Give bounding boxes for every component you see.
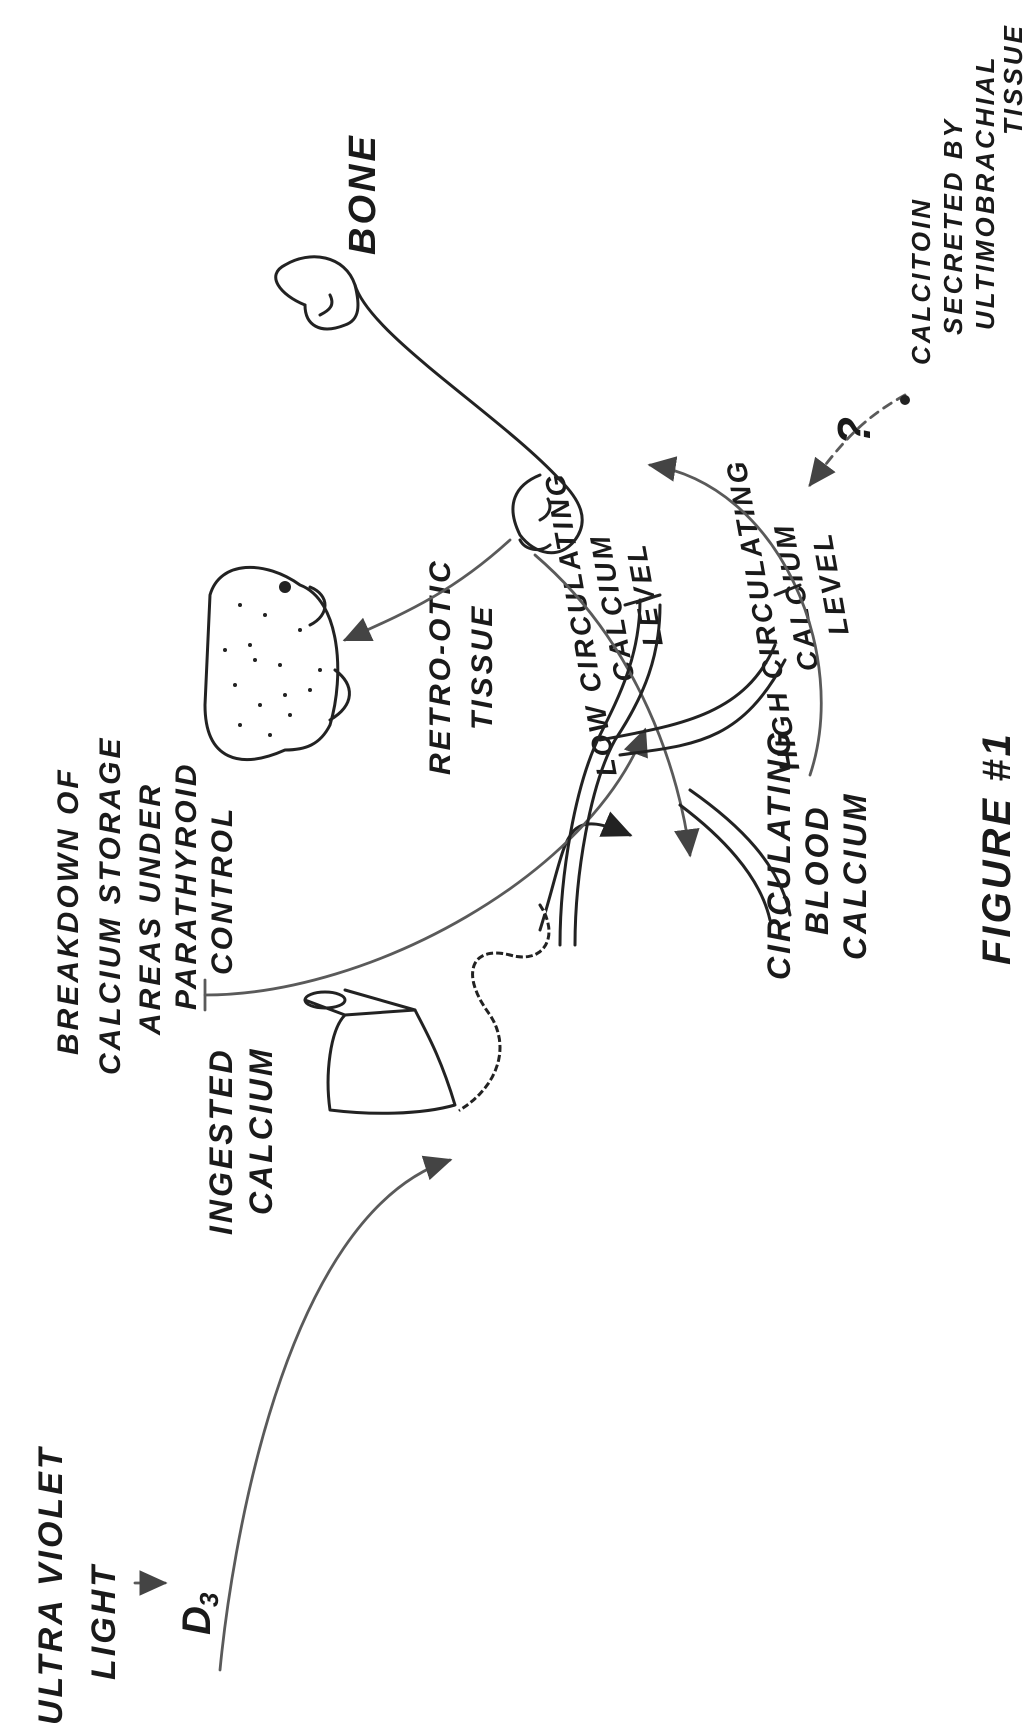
gland-stipple [223, 603, 322, 737]
bone-label: BONE [342, 133, 384, 255]
bone-drawing [276, 257, 582, 553]
stomach-drawing [305, 990, 455, 1113]
breakdown-line-2: CALCIUM STORAGE [94, 736, 127, 1075]
uv-light-label: ULTRA VIOLET LIGHT [32, 1445, 123, 1725]
retro-otic-line-2: TISSUE [466, 604, 499, 730]
circulating-line-2: BLOOD [799, 804, 835, 935]
d3-letter: D [175, 1603, 219, 1635]
breakdown-label: BREAKDOWN OF CALCIUM STORAGE AREAS UNDER… [52, 736, 239, 1075]
calcitonin-line-1: CALCITOIN [906, 197, 936, 365]
retro-otic-line-1: RETRO-OTIC [424, 558, 457, 775]
retro-otic-gland-drawing [205, 567, 349, 759]
retro-otic-label: RETRO-OTIC TISSUE [424, 558, 499, 775]
bone-title: BONE [342, 133, 384, 255]
ingested-line-1: INGESTED [203, 1047, 239, 1235]
high-level-label: HIGH CIRCULATING CALCIUM LEVEL [720, 444, 876, 774]
vitamin-d3-label: D 3 [175, 1590, 224, 1635]
question-mark: ? [828, 414, 880, 445]
d3-subscript: 3 [194, 1590, 224, 1607]
low-level-label: LOW CIRCULATING CALCIUM LEVEL [538, 458, 689, 779]
calcitonin-label: CALCITOIN SECRETED BY ULTIMOBRACHIAL TIS… [906, 23, 1028, 365]
uv-light-line-1: ULTRA VIOLET [32, 1445, 70, 1725]
circulating-line-3: CALCIUM [837, 791, 873, 960]
figure-caption: FIGURE #1 [975, 731, 1019, 965]
breakdown-line-3: AREAS UNDER [134, 782, 167, 1036]
ingested-line-2: CALCIUM [243, 1046, 279, 1215]
breakdown-line-1: BREAKDOWN OF [52, 767, 85, 1055]
calcitonin-dot [900, 395, 910, 405]
breakdown-line-4: PARATHYROID [170, 761, 203, 1010]
calcitonin-line-2: SECRETED BY [938, 117, 968, 335]
calcitonin-line-3: ULTIMOBRACHIAL [970, 55, 1000, 330]
calcitonin-line-4: TISSUE [998, 23, 1028, 135]
ingested-calcium-label: INGESTED CALCIUM [203, 1046, 279, 1235]
arrow-d3-to-ingested [220, 1160, 450, 1670]
intestine-drawing [460, 905, 549, 1110]
uv-light-line-2: LIGHT [85, 1563, 123, 1680]
breakdown-line-5: CONTROL [206, 806, 239, 975]
